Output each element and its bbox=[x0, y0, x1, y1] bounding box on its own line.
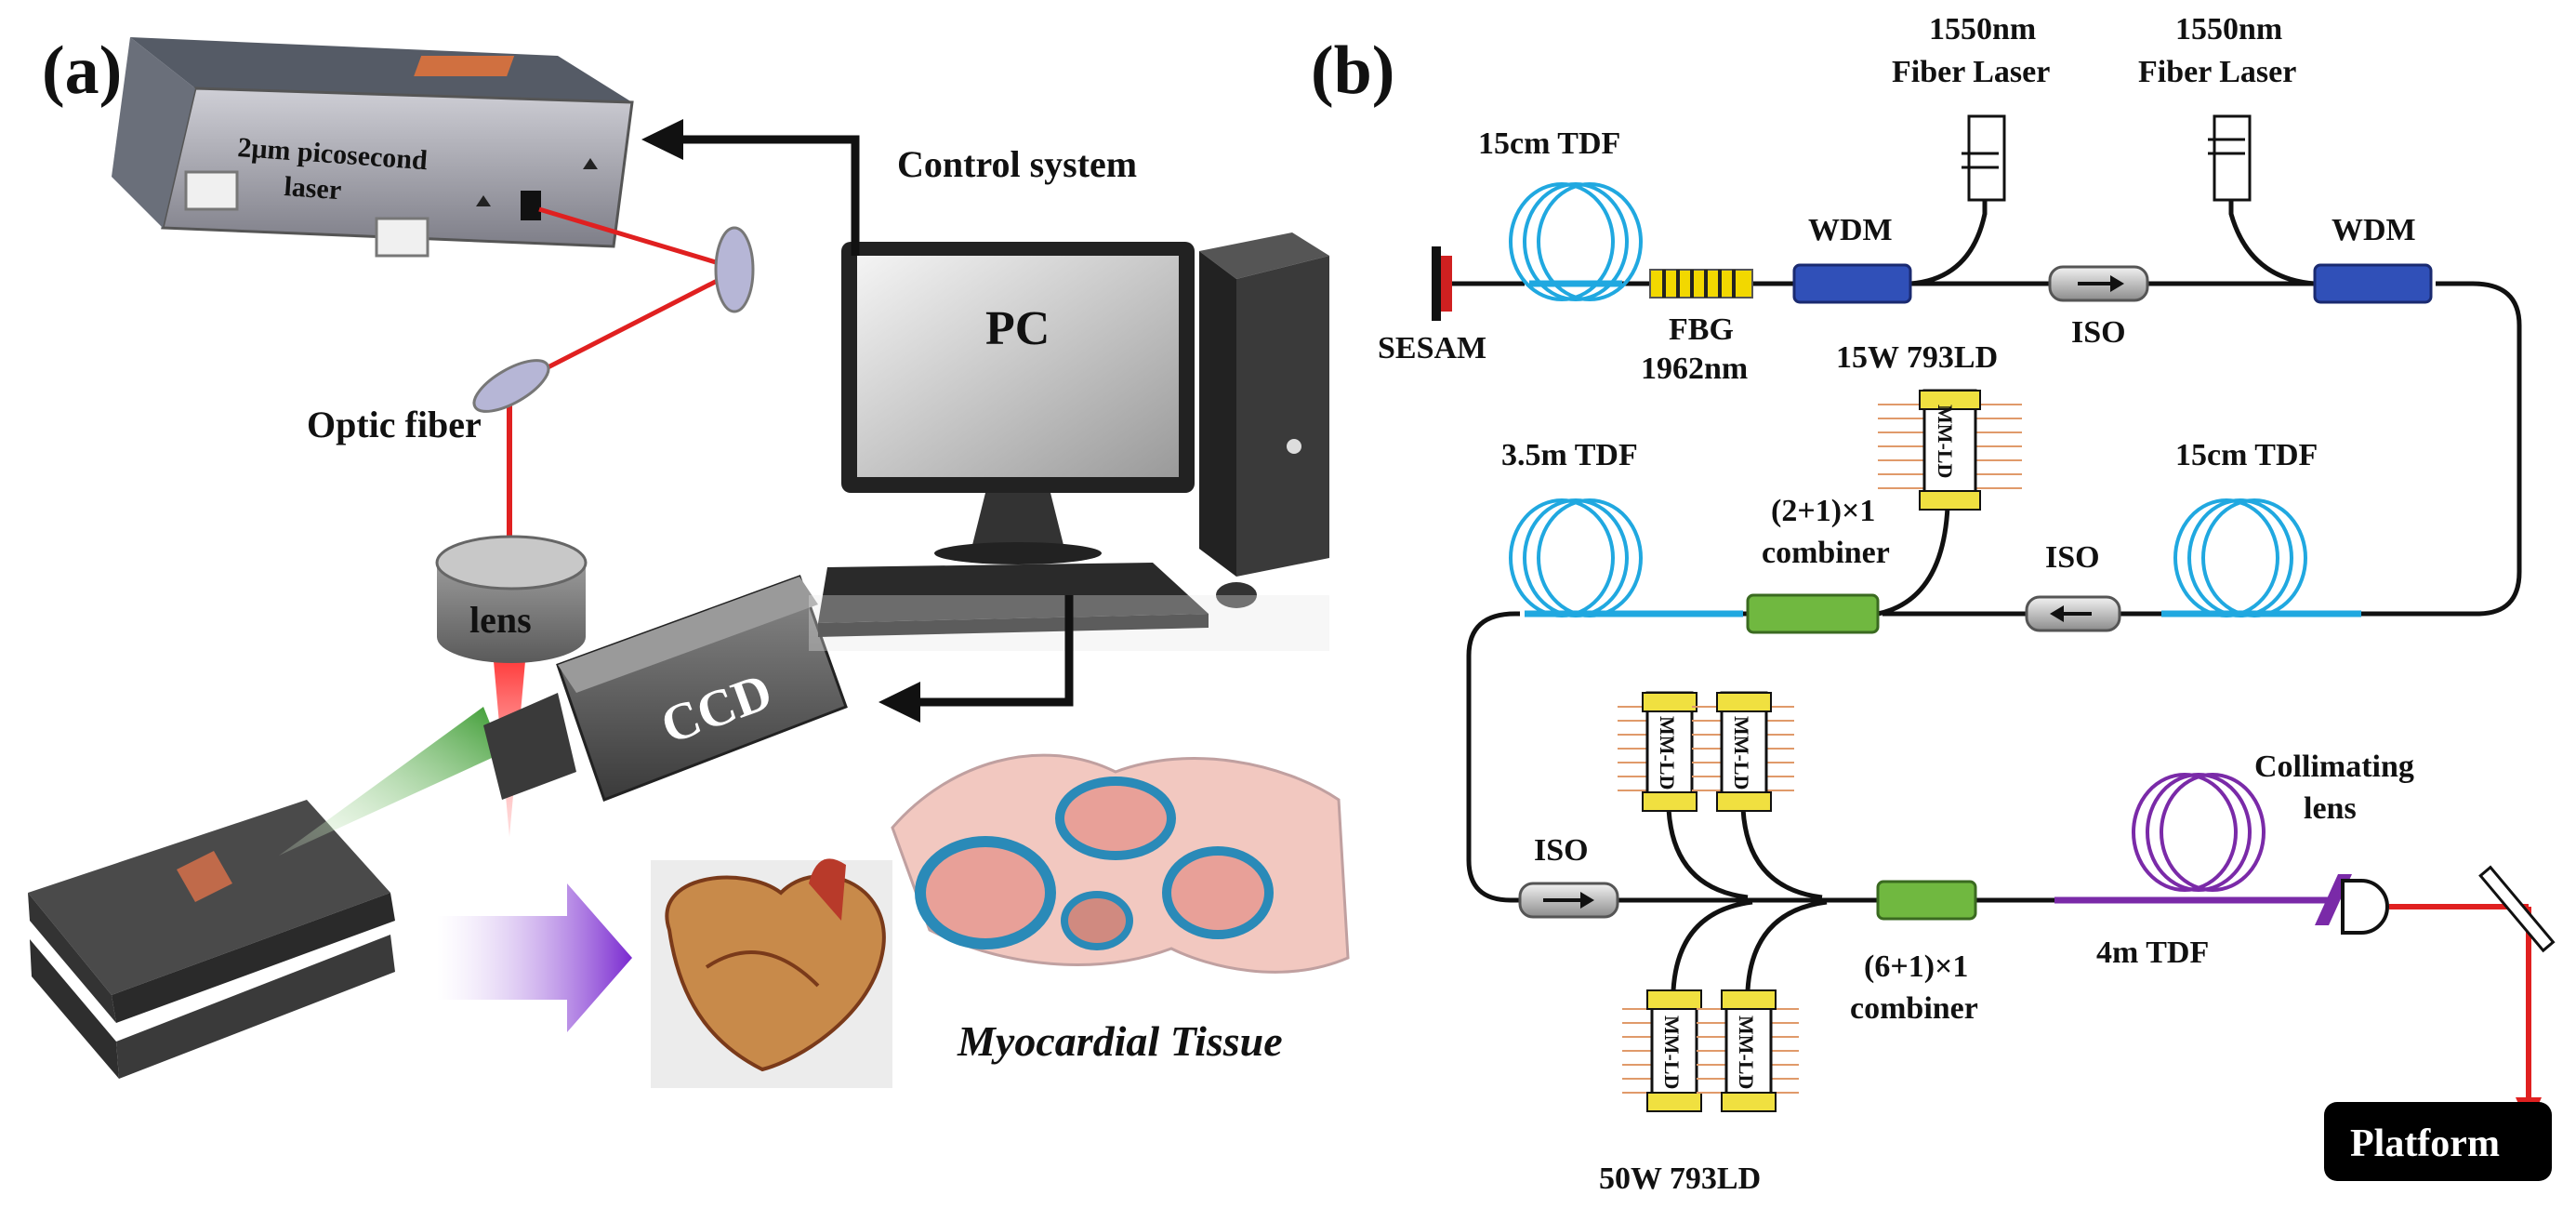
myocardial-tissue-label: Myocardial Tissue bbox=[957, 1017, 1283, 1065]
platform-label: Platform bbox=[2350, 1122, 2500, 1165]
arrow-to-laser bbox=[641, 119, 683, 160]
isolator-mid bbox=[2025, 595, 2121, 632]
laser-label-line2: laser bbox=[284, 171, 343, 206]
collimating-line2: lens bbox=[2304, 791, 2357, 826]
pc-mouse bbox=[1216, 582, 1257, 608]
picosecond-laser-box bbox=[112, 37, 634, 258]
ld-50w-label: 50W 793LD bbox=[1599, 1162, 1761, 1196]
combiner-61-line2: combiner bbox=[1850, 991, 1978, 1026]
fiber-laser-2-line1: 1550nm bbox=[2175, 12, 2282, 46]
pc-tower bbox=[1199, 232, 1329, 577]
ld-15w-label: 15W 793LD bbox=[1836, 340, 1998, 375]
pc-monitor bbox=[841, 242, 1195, 564]
optic-fiber-label: Optic fiber bbox=[307, 404, 482, 445]
mm-ld-15w-label: MM-LD bbox=[1934, 405, 1957, 478]
turning-mirror bbox=[2478, 865, 2556, 953]
combiner-61-line1: (6+1)×1 bbox=[1864, 949, 1968, 984]
mm-ld-top-right-label: MM-LD bbox=[1730, 716, 1753, 790]
tdf-3-5m-label: 3.5m TDF bbox=[1501, 438, 1638, 472]
fbg-label-line1: FBG bbox=[1669, 312, 1734, 347]
wdm-1-label: WDM bbox=[1808, 213, 1893, 247]
tdf-coil-15cm-mid bbox=[2173, 498, 2307, 617]
sample-stage bbox=[28, 800, 395, 1079]
isolator-bottom bbox=[1518, 882, 1619, 919]
combiner-2-1 bbox=[1746, 593, 1880, 634]
mirror-2 bbox=[472, 359, 550, 413]
fbg bbox=[1649, 269, 1753, 299]
myocardial-cross-section bbox=[891, 753, 1350, 974]
mm-ld-15w bbox=[1878, 389, 2022, 511]
panel-a-tag: (a) bbox=[42, 33, 122, 109]
sesam-mirror bbox=[1432, 246, 1452, 321]
combiner-21-line1: (2+1)×1 bbox=[1771, 494, 1875, 528]
wdm-2-label: WDM bbox=[2332, 213, 2416, 247]
wdm-2 bbox=[2313, 263, 2433, 304]
mm-ld-bottom-right-label: MM-LD bbox=[1735, 1016, 1758, 1089]
fiber-laser-2 bbox=[2208, 114, 2252, 202]
combiner-21-line2: combiner bbox=[1762, 536, 1890, 570]
mm-ld-bottom-right bbox=[1697, 989, 1799, 1112]
tdf-4m-label: 4m TDF bbox=[2096, 936, 2209, 970]
fiber-laser-1-line1: 1550nm bbox=[1929, 12, 2036, 46]
pc-keyboard bbox=[818, 563, 1209, 637]
control-system-label: Control system bbox=[897, 143, 1137, 185]
tdf-4m bbox=[2054, 773, 2333, 904]
combiner-6-1 bbox=[1876, 880, 1977, 921]
fiber-laser-2-line2: Fiber Laser bbox=[2138, 55, 2296, 89]
mm-ld-bottom-left-label: MM-LD bbox=[1660, 1016, 1684, 1089]
tdf-15cm-mid-label: 15cm TDF bbox=[2175, 438, 2318, 472]
mirror-1 bbox=[714, 226, 755, 313]
mm-ld-top-right bbox=[1692, 691, 1794, 812]
platform-box bbox=[2324, 1102, 2552, 1181]
sesam-label: SESAM bbox=[1378, 331, 1486, 365]
heart-image bbox=[651, 858, 892, 1088]
arrow-to-ccd bbox=[878, 682, 920, 723]
laser-warning-label bbox=[414, 56, 515, 76]
fiber-path bbox=[1450, 200, 2522, 991]
iso-mid-label: ISO bbox=[2045, 540, 2100, 575]
collimating-line1: Collimating bbox=[2254, 750, 2414, 784]
ccd-camera bbox=[483, 575, 848, 802]
laser-aperture bbox=[521, 191, 541, 220]
ccd-view-cone bbox=[279, 707, 502, 856]
tissue-sample bbox=[177, 851, 232, 902]
purple-arrow bbox=[437, 883, 632, 1032]
control-arrows bbox=[669, 135, 1074, 707]
panel-b-tag: (b) bbox=[1311, 33, 1394, 109]
tdf-15cm-top-label: 15cm TDF bbox=[1478, 126, 1620, 161]
fiber-laser-1 bbox=[1962, 114, 2006, 202]
pc-label: PC bbox=[985, 302, 1050, 355]
lens-label: lens bbox=[469, 599, 532, 641]
iso-top-label: ISO bbox=[2071, 315, 2126, 350]
fiber-laser-1-line2: Fiber Laser bbox=[1892, 55, 2050, 89]
fbg-label-line2: 1962nm bbox=[1641, 352, 1748, 386]
tdf-coil-15cm-top bbox=[1509, 182, 1643, 301]
lens bbox=[435, 535, 588, 663]
iso-bottom-label: ISO bbox=[1534, 833, 1589, 868]
tdf-coil-3-5m bbox=[1509, 498, 1643, 617]
wdm-1 bbox=[1792, 263, 1912, 304]
collimating-lens bbox=[2341, 879, 2389, 935]
mm-ld-top-left-label: MM-LD bbox=[1656, 716, 1679, 790]
isolator-top bbox=[2048, 265, 2149, 302]
